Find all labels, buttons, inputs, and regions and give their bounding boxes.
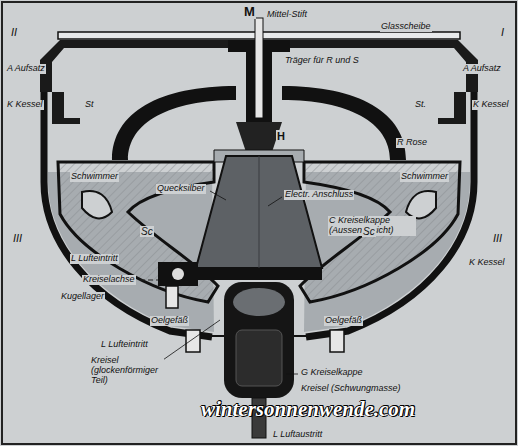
st-ring bbox=[52, 92, 80, 124]
rose bbox=[112, 86, 236, 160]
leader-line bbox=[286, 374, 298, 375]
section-mark: II bbox=[10, 26, 18, 38]
callout-letter: H bbox=[276, 130, 286, 142]
part-name: R Rose bbox=[396, 138, 428, 148]
bearing-plate bbox=[196, 268, 322, 280]
part-name: Schwimmer bbox=[400, 172, 449, 182]
part-name: Glasscheibe bbox=[380, 22, 432, 32]
aufsatz bbox=[288, 40, 478, 92]
callout-letter: Sc bbox=[362, 226, 376, 237]
part-name: L Lufteintritt bbox=[100, 340, 149, 350]
oil-pipe bbox=[294, 335, 330, 337]
part-name: St bbox=[84, 100, 95, 110]
part-name: Kreisel (glockenförmiger Teil) bbox=[90, 356, 164, 386]
part-name: Quecksilber bbox=[156, 184, 206, 194]
oil-pot bbox=[330, 330, 344, 352]
watermark: wintersonnenwende.com bbox=[200, 398, 416, 421]
section-mark: III bbox=[492, 232, 503, 244]
part-name: A Aufsatz bbox=[462, 64, 502, 74]
kreisel-bell bbox=[233, 288, 285, 316]
oil-pipe bbox=[200, 335, 224, 337]
kreiselkappe-g bbox=[224, 282, 294, 398]
rose bbox=[282, 86, 406, 160]
oil-pot bbox=[186, 330, 200, 352]
part-name: K Kessel bbox=[472, 100, 510, 110]
float-opening bbox=[82, 191, 112, 218]
section-mark: I bbox=[500, 26, 505, 38]
part-name: Oelgefäß bbox=[150, 316, 189, 326]
part-name: Kreisel (Schwungmasse) bbox=[300, 384, 402, 394]
schwimmer bbox=[300, 162, 460, 302]
part-name: A Aufsatz bbox=[6, 64, 46, 74]
leader-line bbox=[210, 191, 226, 200]
callout-letter: M bbox=[243, 5, 256, 19]
part-name: K Kessel bbox=[468, 258, 506, 268]
section-mark: III bbox=[12, 232, 23, 244]
aufsatz bbox=[40, 40, 230, 92]
casing-seam bbox=[259, 156, 260, 268]
part-name: K Kessel bbox=[6, 100, 44, 110]
kreiselkappe-outer bbox=[196, 156, 322, 268]
part-name: Träger für R und S bbox=[284, 56, 360, 66]
leader-line bbox=[160, 320, 220, 362]
leader-line bbox=[268, 197, 282, 206]
part-name: L Lufteintritt bbox=[70, 254, 119, 264]
part-name: Kreiselachse bbox=[82, 275, 136, 285]
part-name: Oelgefäß bbox=[324, 316, 363, 326]
mittel-stift bbox=[255, 18, 263, 118]
schwimmer bbox=[58, 162, 218, 302]
part-name: Schwimmer bbox=[70, 172, 119, 182]
part-name: Kugellager bbox=[60, 292, 105, 302]
schwungmasse bbox=[236, 330, 282, 386]
air-inlet bbox=[166, 286, 178, 308]
callout-letter: Sc bbox=[140, 226, 154, 237]
float-opening bbox=[406, 191, 436, 218]
st-ring bbox=[438, 92, 466, 124]
ball bbox=[172, 268, 184, 280]
part-name: L Luftaustritt bbox=[272, 430, 323, 440]
part-name: Electr. Anschluss bbox=[284, 190, 354, 200]
part-name: G Kreiselkappe bbox=[300, 368, 364, 378]
kugellager bbox=[158, 262, 198, 286]
part-name: Mittel-Stift bbox=[266, 10, 308, 20]
part-name: St. bbox=[414, 100, 427, 110]
